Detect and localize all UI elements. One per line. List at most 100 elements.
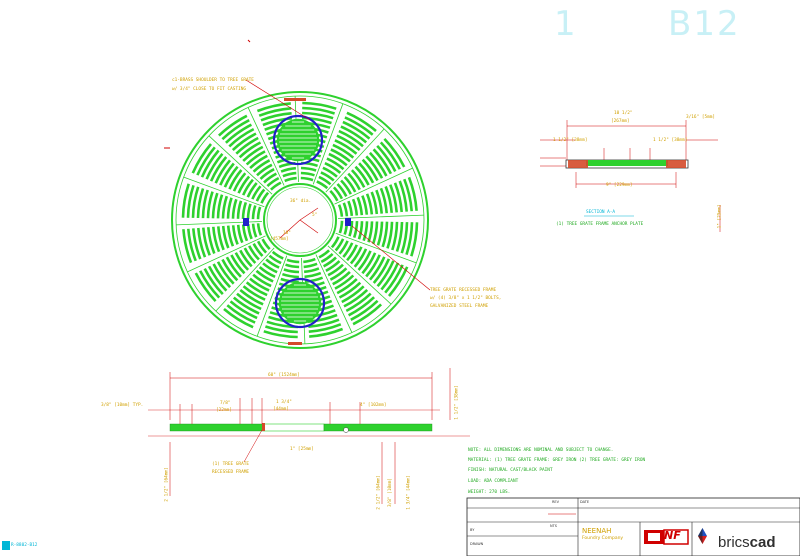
grate-slot — [270, 181, 282, 191]
grate-slot — [281, 272, 299, 279]
grate-slot — [245, 281, 268, 297]
grate-slot — [252, 273, 272, 288]
section-caption-note: (1) TREE GRATE FRAME ANCHOR PLATE — [556, 222, 644, 227]
elevation-dim-b2: 2 1/2" [64mm] — [376, 475, 382, 510]
grate-slot — [300, 176, 314, 182]
section-caption: SECTION A-A — [586, 210, 616, 215]
grate-slot — [209, 156, 228, 182]
grate-slot — [384, 264, 404, 294]
grate-slot — [326, 157, 345, 171]
grate-slot — [256, 223, 263, 236]
grate-slot — [395, 221, 404, 252]
leader-right — [351, 225, 431, 291]
grate-slot — [283, 268, 300, 274]
grate-slot — [372, 258, 391, 284]
grate-slot — [388, 266, 409, 297]
grate-slot — [235, 136, 259, 155]
grate-slot — [228, 169, 243, 190]
grate-slot — [348, 220, 354, 237]
grate-slot — [336, 278, 358, 295]
rev-label: REV — [552, 500, 560, 504]
grate-slot — [286, 258, 300, 264]
grate-slot — [332, 270, 351, 286]
grate-slot — [263, 330, 298, 339]
grate-slot — [221, 195, 229, 219]
grate-slot — [280, 166, 297, 173]
elevation-dim-right-vertical: 1 1/2" [38mm] — [454, 385, 460, 420]
grate-slot — [361, 195, 369, 215]
grate-slot — [187, 228, 197, 262]
lifting-slot-bottom — [274, 277, 326, 329]
section-dim-top: 10 1/2" — [614, 111, 633, 116]
grate-spoke — [327, 245, 392, 305]
grate-slot — [196, 146, 216, 176]
grate-slot — [328, 152, 348, 167]
grate-slot — [304, 271, 322, 279]
grate-slot — [271, 250, 284, 260]
company-subtitle: Foundry Company — [582, 536, 624, 541]
elevation-dim-overall: 60" [1524mm] — [268, 373, 300, 378]
company-name: NEENAH — [582, 527, 612, 535]
elevation-note-2: RECESSED FRAME — [212, 470, 250, 475]
grate-slot — [341, 285, 365, 304]
grate-slot — [243, 247, 257, 264]
grate-slot — [226, 197, 233, 219]
grate-slot — [329, 267, 348, 281]
grate-slot — [302, 111, 334, 120]
sheet-number: 1 — [554, 4, 578, 44]
grate-slot — [361, 158, 379, 182]
grate-slot — [356, 196, 364, 216]
grate-slot — [223, 165, 239, 188]
grate-slot — [350, 299, 379, 321]
grate-slot — [214, 159, 232, 184]
elevation-grate-right — [323, 423, 433, 432]
grate-slot — [282, 171, 297, 178]
grate-slot — [393, 182, 403, 213]
grate-slot — [216, 194, 224, 219]
grate-slot — [340, 125, 368, 144]
elevation-opening — [263, 423, 325, 432]
grate-slot — [182, 229, 193, 264]
grate-slot — [372, 148, 393, 175]
grate-spoke — [187, 235, 266, 273]
section-dim-top-mm: [267mm] — [611, 119, 630, 124]
grate-slot — [347, 296, 375, 317]
grate-slot — [239, 288, 264, 306]
grate-slot — [221, 258, 239, 282]
corner-icon — [2, 541, 10, 550]
section-view — [540, 120, 721, 232]
grate-slot — [320, 252, 334, 264]
grate-slot — [379, 187, 388, 214]
grate-slot — [245, 150, 266, 166]
section-dim-left: 1 1/2" [38mm] — [553, 138, 588, 143]
grate-slot — [202, 227, 211, 256]
grate-slot — [241, 201, 248, 219]
grate-slot — [241, 224, 249, 242]
grate-slot — [246, 223, 253, 240]
grate-slot — [212, 226, 221, 253]
title-block — [466, 497, 800, 556]
grate-slot — [330, 148, 351, 163]
centerline-mark-a — [247, 39, 251, 43]
grate-slot — [376, 221, 384, 246]
grate-slot — [380, 262, 400, 291]
grate-slot — [191, 143, 212, 174]
grate-slot — [207, 227, 216, 254]
grate-slot — [260, 112, 292, 122]
bricscad-icon — [698, 528, 707, 544]
grate-slot — [203, 267, 224, 295]
grate-slot — [365, 254, 381, 278]
bolt-marker-right — [345, 218, 351, 226]
dim-center-3: 18" — [283, 231, 291, 236]
grate-slot — [231, 198, 238, 219]
grate-slot — [407, 176, 418, 211]
grate-slot — [206, 191, 214, 219]
grate-slot — [252, 159, 271, 173]
grate-slot — [324, 162, 342, 174]
grate-slot — [376, 260, 395, 288]
tree-opening-inner — [266, 186, 334, 254]
grate-slot — [256, 206, 262, 220]
grate-slot — [389, 184, 398, 213]
grate-slot — [249, 154, 268, 170]
grate-slot — [318, 249, 330, 259]
